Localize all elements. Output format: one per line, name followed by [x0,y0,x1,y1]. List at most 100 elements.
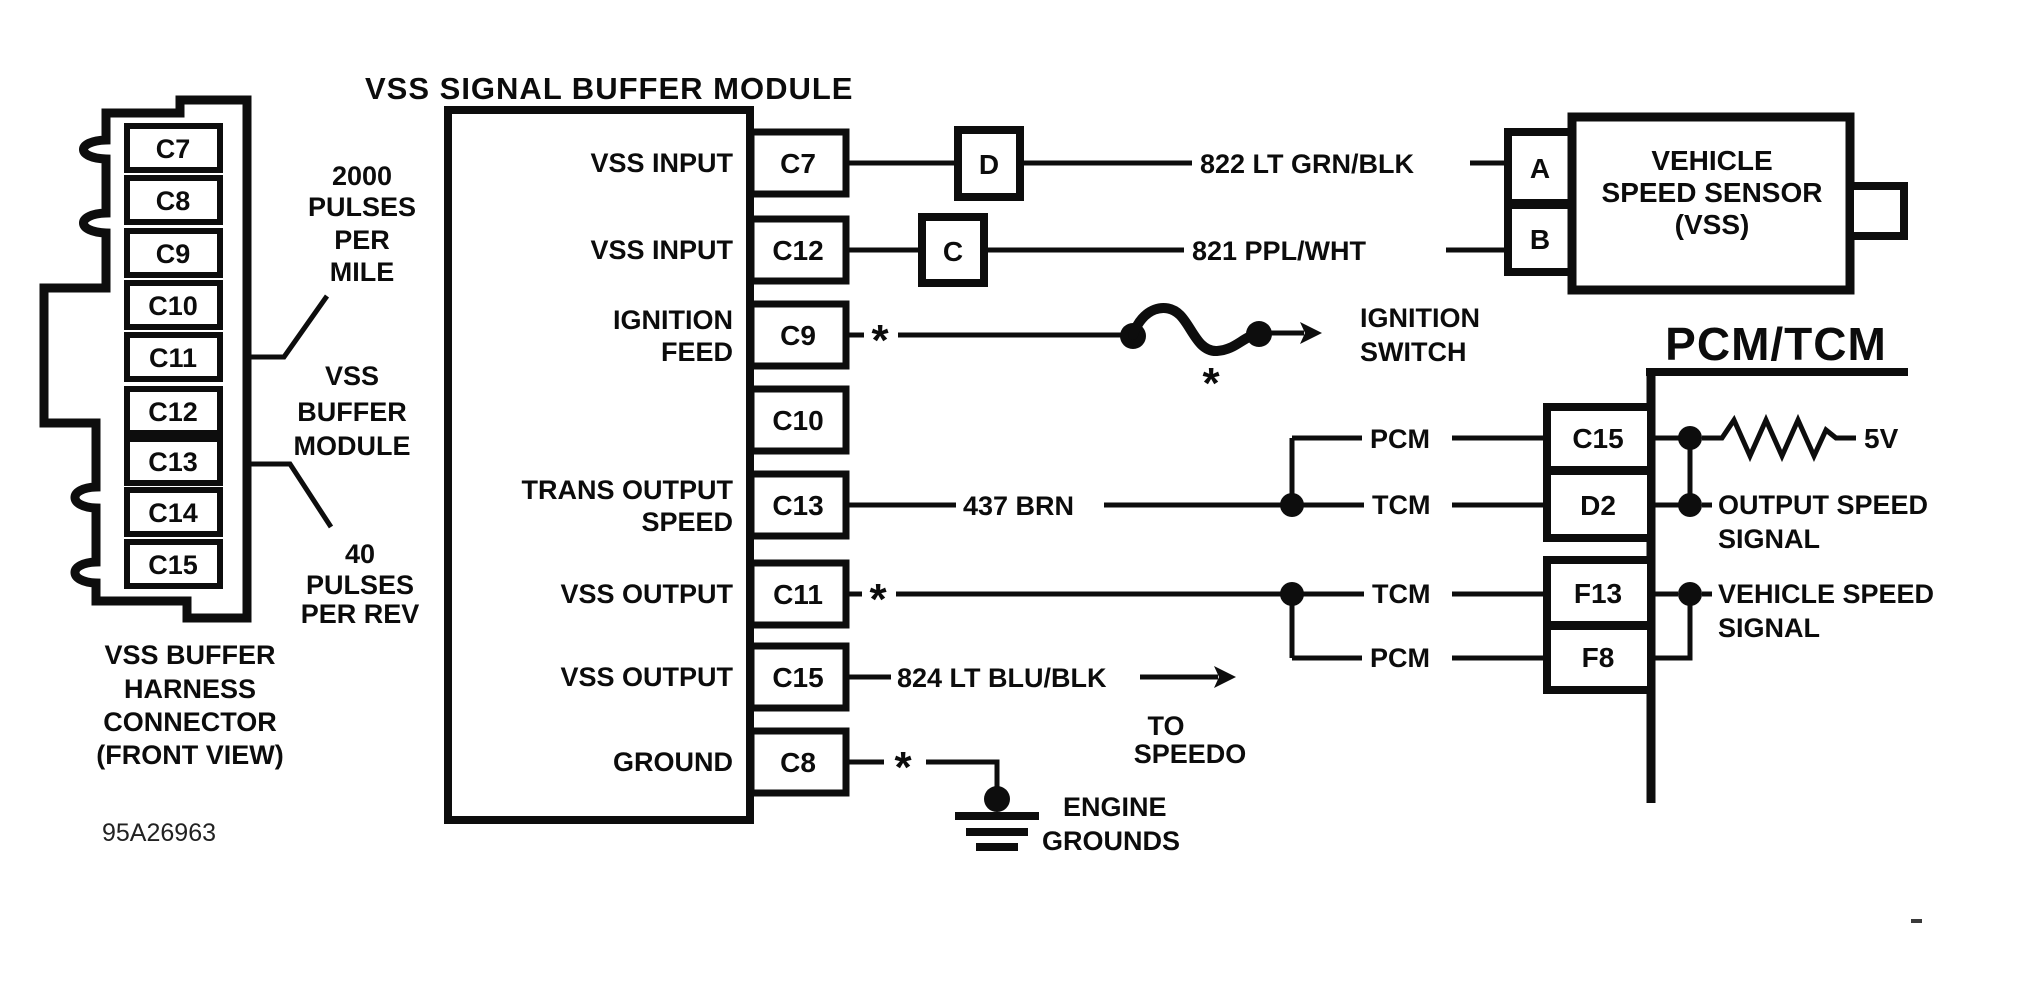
ignition-switch-label: IGNITION [1360,303,1480,333]
harness-pin-label: C13 [148,447,198,477]
note-2000-line: PER [334,225,390,255]
pcm-tcm-underline [1646,368,1908,376]
module-pin-label: C13 [772,490,823,521]
ground-bar-2 [966,828,1028,836]
wire-label: 822 LT GRN/BLK [1200,149,1415,179]
scan-artifact-dash [1911,919,1922,923]
sensor-pin-label: B [1530,224,1550,255]
module-row-label: FEED [661,337,733,367]
harness-pin-label: C8 [156,186,191,216]
module-row-label: VSS INPUT [590,148,733,178]
harness-pin-box [124,123,223,173]
wire-segment [926,759,1000,788]
harness-connector-outline [39,95,252,623]
ignition-switch-label: SWITCH [1360,337,1466,367]
engine-grounds-label: ENGINE [1063,792,1167,822]
harness-pin-box [124,436,223,486]
sensor-body [1567,112,1855,295]
module-pin-label: C12 [772,235,823,266]
module-pin-label: C10 [772,405,823,436]
note-40-line: PULSES [306,570,414,600]
harness-pin-label: C12 [148,397,198,427]
module-pin-box [747,470,850,540]
sensor-name-line: SPEED SENSOR [1602,177,1823,208]
inline-connector-label: C [943,236,963,267]
module-row-label: VSS OUTPUT [560,579,733,609]
harness-pin-box [124,332,223,382]
wire-ground: * ENGINE GROUNDS [846,743,1180,856]
module-pin-box [747,385,850,455]
output-speed-signal-label: SIGNAL [1718,524,1820,554]
leader-line-lower [247,461,334,529]
module-pin-label: C9 [780,320,816,351]
module-row-label: SPEED [641,507,733,537]
vehicle-speed-sensor: A B VEHICLE SPEED SENSOR (VSS) [1504,112,1908,295]
note-2000-line: PULSES [308,192,416,222]
connector-caption-line: (FRONT VIEW) [96,740,283,770]
module-pin-box [747,128,850,198]
module-pin-label: C8 [780,747,816,778]
vehicle-speed-signal-label: VEHICLE SPEED [1718,579,1934,609]
module-row-label: GROUND [613,747,733,777]
arrowhead-right [1300,322,1322,344]
splice-asterisk: * [871,316,889,365]
to-speedo-label: TO [1147,711,1184,741]
harness-pin-label: C9 [156,239,191,269]
pcm-pin-label: C15 [1572,423,1623,454]
module-pin-label: C15 [772,662,823,693]
note-2000-line: 2000 [332,161,392,191]
note-vss-line: MODULE [294,431,411,461]
flexible-wire-squiggle [1128,302,1262,356]
vss-buffer-harness-connector: C7 C8 C9 C10 C11 C12 C13 C14 C15 [39,95,334,623]
module-row-label: VSS OUTPUT [560,662,733,692]
splice-dot [1246,321,1272,347]
pcm-pin-label: F13 [1574,578,1622,609]
module-pin-box [747,300,850,370]
wire-ignition-feed: * * IGNITION SWITCH [846,302,1480,408]
module-pin-box [747,727,850,797]
document-number: 95A26963 [102,819,216,847]
vehicle-speed-signal-label: SIGNAL [1718,613,1820,643]
wire-label: 437 BRN [963,491,1074,521]
harness-pin-cavities: C7 C8 C9 C10 C11 C12 C13 C14 C15 [124,123,223,589]
harness-pin-box [124,539,223,589]
module-pin-label: C11 [773,579,823,610]
harness-pin-box [124,487,223,537]
connector-caption-line: CONNECTOR [103,707,277,737]
to-speedo-label: SPEEDO [1134,739,1247,769]
module-pin-label: C7 [780,148,816,179]
note-2000-line: MILE [330,257,395,287]
pcm-pin-label: F8 [1582,642,1615,673]
leader-line-upper [247,294,330,360]
wire-label: 821 PPL/WHT [1192,236,1367,266]
note-vss-line: BUFFER [297,397,407,427]
pcm-pin-box [1543,622,1655,694]
harness-pin-label: C15 [148,550,198,580]
harness-pin-box [124,175,223,225]
sensor-name-line: VEHICLE [1651,145,1772,176]
pcm-tcm-title: PCM/TCM [1665,318,1887,370]
splice-asterisk: * [869,575,887,624]
inline-connector-label: D [979,149,999,180]
module-row-label: VSS INPUT [590,235,733,265]
f8-jumper [1652,594,1693,661]
ground-dot [984,786,1010,812]
vss-signal-buffer-module: VSS INPUT VSS INPUT IGNITION FEED TRANS … [444,106,850,824]
note-vss-line: VSS [325,361,379,391]
branch-label-pcm: PCM [1370,424,1430,454]
module-pin-box [747,559,850,629]
module-row-label: TRANS OUTPUT [522,475,734,505]
pcm-pin-label: D2 [1580,490,1616,521]
harness-pin-label: C11 [149,343,197,373]
resistor-symbol [1702,413,1856,463]
arrowhead-right [1214,666,1236,688]
branch-label-pcm: PCM [1370,643,1430,673]
note-40-line: PER REV [301,599,420,629]
sensor-tab [1846,182,1908,240]
harness-pin-label: C10 [148,291,198,321]
wire-vss-output-2: 824 LT BLU/BLK TO SPEEDO [846,663,1246,769]
diagram-title: VSS SIGNAL BUFFER MODULE [365,71,853,106]
splice-asterisk: * [894,743,912,792]
